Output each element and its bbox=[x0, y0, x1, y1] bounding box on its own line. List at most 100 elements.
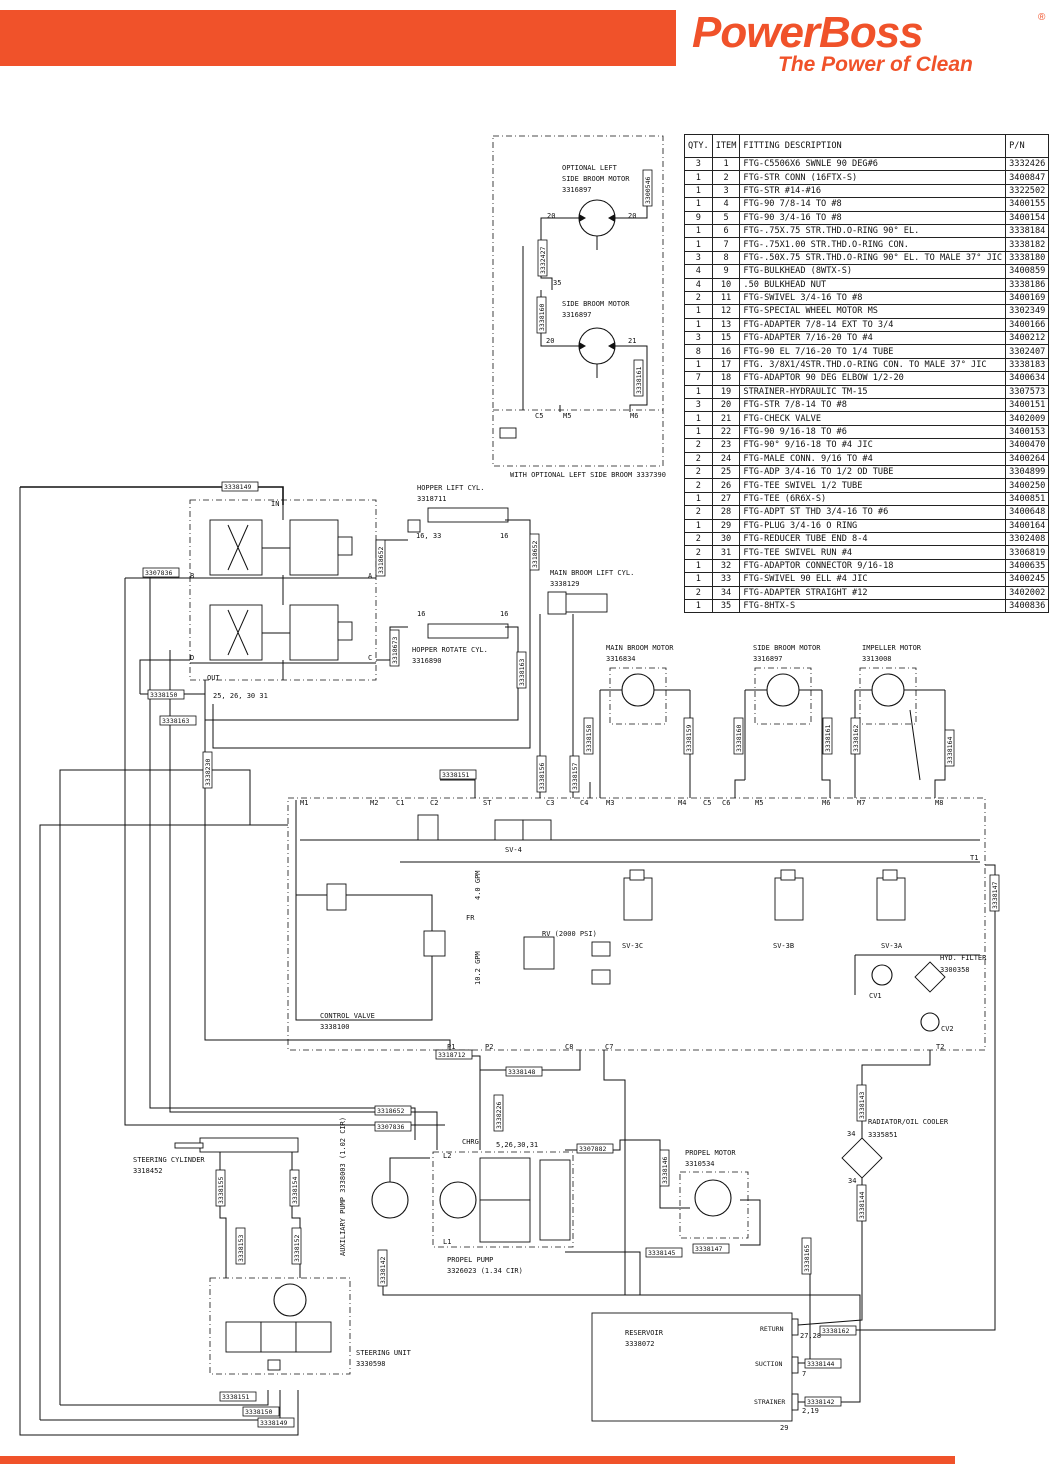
svg-text:CV2: CV2 bbox=[941, 1025, 954, 1033]
svg-text:29: 29 bbox=[780, 1424, 788, 1432]
hose-label: 3307882 bbox=[576, 1143, 614, 1154]
svg-text:3338161: 3338161 bbox=[635, 367, 643, 394]
svg-text:SUCTION: SUCTION bbox=[755, 1360, 782, 1368]
opt-broom-label-1: OPTIONAL LEFT bbox=[562, 164, 618, 172]
svg-text:3338144: 3338144 bbox=[807, 1360, 834, 1368]
cell-part-number: 3400836 bbox=[1005, 598, 1050, 614]
svg-text:3318652: 3318652 bbox=[531, 541, 539, 568]
svg-text:34: 34 bbox=[847, 1130, 855, 1138]
port-m6: M6 bbox=[822, 799, 830, 807]
port-c6: C6 bbox=[722, 799, 730, 807]
impeller-motor: IMPELLER MOTOR 3313008 bbox=[859, 644, 922, 725]
auxiliary-pump bbox=[371, 1181, 409, 1219]
hose-label: 3300546 bbox=[642, 169, 653, 207]
brand-logo: PowerBoss ® The Power of Clean bbox=[690, 10, 1050, 80]
port-m1: M1 bbox=[300, 799, 308, 807]
svg-text:3338150: 3338150 bbox=[150, 691, 177, 699]
hose-label: 3338157 bbox=[569, 755, 580, 793]
svg-text:27,28: 27,28 bbox=[800, 1332, 821, 1340]
svg-text:16: 16 bbox=[500, 532, 508, 540]
svg-text:3318712: 3318712 bbox=[438, 1051, 465, 1059]
svg-text:3338129: 3338129 bbox=[550, 580, 580, 588]
hose-label: 3318652 bbox=[529, 533, 540, 571]
hose-label: 3338155 bbox=[215, 1169, 226, 1207]
brand-tagline: The Power of Clean bbox=[778, 53, 973, 76]
svg-text:21: 21 bbox=[628, 337, 636, 345]
svg-text:16: 16 bbox=[417, 610, 425, 618]
svg-text:3335851: 3335851 bbox=[868, 1131, 898, 1139]
port-c2: C2 bbox=[430, 799, 438, 807]
svg-text:3310534: 3310534 bbox=[685, 1160, 715, 1168]
hose-label: 3338146 bbox=[659, 1149, 670, 1187]
svg-text:5,26,30,31: 5,26,30,31 bbox=[496, 1141, 538, 1149]
hose-label: 3338143 bbox=[856, 1084, 867, 1122]
control-valve-label-1: CONTROL VALVE bbox=[320, 1012, 375, 1020]
svg-text:3338152: 3338152 bbox=[293, 1235, 301, 1262]
propel-pump bbox=[439, 1181, 477, 1219]
svg-text:25, 26, 30 31: 25, 26, 30 31 bbox=[213, 692, 268, 700]
svg-text:3338158: 3338158 bbox=[585, 725, 593, 752]
propel-pump-frame bbox=[432, 1151, 574, 1248]
port-st: ST bbox=[483, 799, 492, 807]
port-m3: M3 bbox=[606, 799, 614, 807]
svg-text:A: A bbox=[368, 572, 373, 580]
opt-broom2-label-1: SIDE BROOM MOTOR bbox=[562, 300, 630, 308]
svg-text:3307836: 3307836 bbox=[377, 1123, 404, 1131]
hose-label: 3338156 bbox=[536, 755, 547, 793]
hose-label: 3338144 bbox=[856, 1184, 867, 1222]
hose-label: 3338144 bbox=[804, 1358, 842, 1369]
svg-text:3318673: 3318673 bbox=[391, 637, 399, 664]
svg-text:HOPPER LIFT CYL.: HOPPER LIFT CYL. bbox=[417, 484, 484, 492]
port-c8: C8 bbox=[565, 1043, 573, 1051]
header-bar bbox=[0, 10, 676, 66]
svg-text:M5: M5 bbox=[563, 412, 571, 420]
flow-10gpm: 10.2 GPM bbox=[474, 951, 482, 985]
cv2 bbox=[920, 1012, 940, 1032]
rv-label: RV (2000 PSI) bbox=[542, 930, 597, 938]
hose-label: 3338151 bbox=[219, 1391, 257, 1402]
svg-text:3338151: 3338151 bbox=[442, 771, 469, 779]
hose-label: 3338230 bbox=[202, 751, 213, 789]
sv4-label: SV-4 bbox=[505, 846, 522, 854]
svg-text:IN: IN bbox=[271, 500, 279, 508]
svg-text:SV-3C: SV-3C bbox=[622, 942, 643, 950]
hose-label: 3338150 bbox=[242, 1406, 280, 1417]
svg-text:HOPPER ROTATE CYL.: HOPPER ROTATE CYL. bbox=[412, 646, 488, 654]
port-c1: C1 bbox=[396, 799, 404, 807]
hose-label: 3338163 bbox=[516, 651, 527, 689]
hose-label: 3338142 bbox=[804, 1396, 842, 1407]
opt-broom2-label-2: 3316897 bbox=[562, 311, 592, 319]
hose-label: 3338161 bbox=[633, 359, 644, 397]
hose-label: 3318652 bbox=[375, 539, 386, 577]
svg-text:3338150: 3338150 bbox=[245, 1408, 272, 1416]
hose-label: 3338162 bbox=[850, 717, 861, 755]
svg-text:3338149: 3338149 bbox=[224, 483, 251, 491]
hose-label: 3338165 bbox=[801, 1237, 812, 1275]
header-description: FITTING DESCRIPTION bbox=[739, 134, 1007, 158]
hose-label: 3338149 bbox=[257, 1417, 295, 1428]
hose-label: 3338160 bbox=[733, 717, 744, 755]
hopper-lift-cyl bbox=[427, 507, 509, 523]
propel-motor bbox=[694, 1179, 732, 1217]
svg-text:3338160: 3338160 bbox=[735, 725, 743, 752]
hose-label: 3338153 bbox=[235, 1227, 246, 1265]
svg-text:C: C bbox=[368, 654, 372, 662]
svg-text:20: 20 bbox=[628, 212, 636, 220]
sv-3a: SV-3A bbox=[876, 869, 906, 950]
svg-text:3338226: 3338226 bbox=[495, 1102, 503, 1129]
svg-text:3307882: 3307882 bbox=[579, 1145, 606, 1153]
hose-label: 3332427 bbox=[537, 239, 548, 277]
svg-text:20: 20 bbox=[547, 212, 555, 220]
svg-text:3338147: 3338147 bbox=[991, 882, 999, 909]
hose-label: 3338158 bbox=[583, 717, 594, 755]
svg-text:3338147: 3338147 bbox=[695, 1245, 722, 1253]
radiator-oil-cooler bbox=[841, 1137, 883, 1179]
svg-text:PROPEL PUMP: PROPEL PUMP bbox=[447, 1256, 493, 1264]
svg-text:34: 34 bbox=[848, 1177, 856, 1185]
